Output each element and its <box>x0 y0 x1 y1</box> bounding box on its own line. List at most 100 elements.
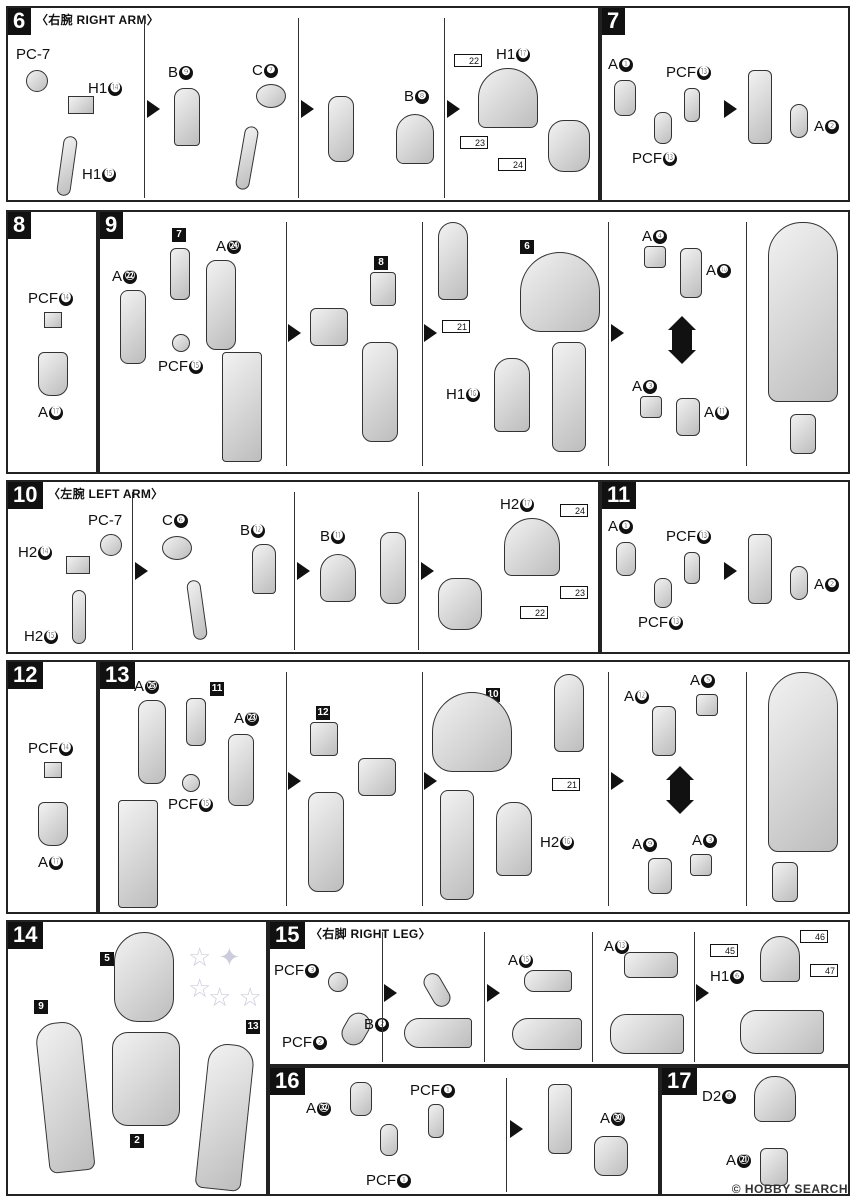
part-b9 <box>174 88 200 146</box>
part-a22 <box>120 290 146 364</box>
part-a2 <box>790 104 808 138</box>
part-pcf15 <box>182 774 200 792</box>
step-number: 14 <box>8 922 44 949</box>
part-a30 <box>594 1136 628 1176</box>
decal-ref: 21 <box>552 778 580 791</box>
part-pc7 <box>100 534 122 556</box>
step-number: 7 <box>602 8 626 35</box>
part-a2 <box>790 566 808 600</box>
part-a4 <box>644 246 666 268</box>
part-pcf13 <box>654 112 672 144</box>
star-decoration-icon: ☆ ✦ ☆ <box>188 942 241 1003</box>
part-forearm <box>185 579 209 641</box>
part-pcf1 <box>380 1124 398 1156</box>
part-pcf13 <box>684 552 700 584</box>
part-foot-base <box>404 1018 472 1048</box>
step-ref: 8 <box>374 252 388 270</box>
step-number: 11 <box>602 482 637 509</box>
part-foot-assembly <box>610 1014 684 1054</box>
step-number: 16 <box>270 1068 306 1095</box>
part-a17 <box>38 352 68 396</box>
arrow-icon <box>447 100 460 118</box>
arrow-icon <box>724 100 737 118</box>
step-ref: 6 <box>520 236 534 254</box>
arrow-icon <box>696 984 709 1002</box>
part-a15 <box>524 970 572 992</box>
part-ref12 <box>310 722 338 756</box>
arrow-icon <box>487 984 500 1002</box>
part-label: PC-7 <box>16 46 51 63</box>
part-pcf13 <box>654 578 672 608</box>
part-pcf1 <box>428 1104 444 1138</box>
part-a25 <box>138 700 166 784</box>
step-title: 〈右腕 RIGHT ARM〉 <box>36 13 160 27</box>
part-a3 <box>690 854 712 876</box>
part-d2-6 <box>754 1076 796 1122</box>
swap-icon <box>668 316 696 366</box>
decal-ref: 21 <box>442 320 470 333</box>
arrow-icon <box>135 562 148 580</box>
part-shoulder <box>438 578 482 630</box>
part-pcf14 <box>44 762 62 778</box>
part-a23 <box>228 734 254 806</box>
part-a1 <box>616 542 636 576</box>
part-forearm <box>234 125 260 191</box>
arrow-icon <box>147 100 160 118</box>
step-number: 10 <box>8 482 44 509</box>
part-upper-arm <box>438 222 468 300</box>
part-pcf13 <box>684 88 700 122</box>
arrow-icon <box>424 324 437 342</box>
watermark: © HOBBY SEARCH <box>731 1182 848 1196</box>
step-ref: 12 <box>316 706 330 720</box>
part-h1-15 <box>55 135 79 197</box>
step-ref: 13 <box>246 1020 260 1034</box>
part-pcf15 <box>172 334 190 352</box>
part-upper-arm <box>554 674 584 752</box>
part-right-arm <box>34 1020 96 1174</box>
step-ref: 9 <box>34 996 48 1014</box>
part-arm-assembly <box>380 532 406 604</box>
decal-ref: 23 <box>460 136 488 149</box>
arrow-icon <box>384 984 397 1002</box>
arrow-icon <box>424 772 437 790</box>
part-a32 <box>350 1082 372 1116</box>
part-b8 <box>396 114 434 164</box>
decal-ref: 45 <box>710 944 738 957</box>
part-arm-body <box>440 790 474 900</box>
part-a3 <box>640 396 662 418</box>
star-decoration-icon: ☆ ☆ <box>208 982 262 1012</box>
step-ref: 7 <box>172 224 186 242</box>
decal-ref: 47 <box>810 964 838 977</box>
arrow-icon <box>510 1120 523 1138</box>
